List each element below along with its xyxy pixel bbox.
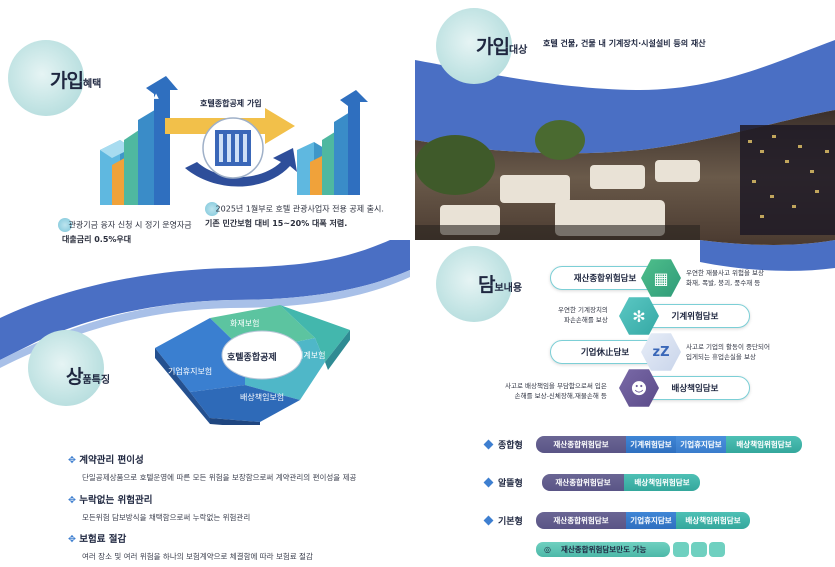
section-title-small: 대상: [508, 45, 528, 56]
section-circle-target: [436, 8, 512, 84]
puzzle-left-label: 기업휴지보험: [168, 367, 213, 376]
growth-bars-illustration: ▲▲: [100, 76, 178, 205]
puzzle-bottom-label: 배상책임보험: [240, 393, 285, 402]
section-circle-benefit: [8, 40, 84, 116]
plan-label-comprehensive: 종합형: [483, 438, 523, 451]
plan-label-basic: 기본형: [483, 514, 523, 527]
plan-segment: 배상책임위험담보: [726, 436, 802, 453]
note-bar: ◎ 재산종합위험담보만도 가능: [536, 542, 670, 557]
diamond-bullet-icon: ✥: [68, 534, 76, 545]
benefit-item-2-line-1: 2025년 1월부로 호텔 관광사업자 전용 공제 출시.: [215, 204, 384, 214]
puzzle-center-label: 호텔종합공제: [227, 353, 277, 363]
plan-segment: 기업휴지담보: [626, 512, 676, 529]
section-title-big: 상: [66, 366, 84, 388]
section-title-small: 품특징: [82, 375, 111, 386]
plan-segment: 재산종합위험담보: [536, 436, 626, 453]
arrow-caption: 호텔종합공제 가입: [200, 99, 262, 108]
section-title-big: 가입: [50, 70, 84, 92]
plan-segment: 재산종합위험담보: [542, 474, 624, 491]
note-block-1: [673, 542, 689, 557]
puzzle-diagram: [155, 305, 350, 425]
benefit-item-1: 관광기금 융자 신청 시 정기 운영자금 대출금리 0.5%우대: [58, 218, 212, 247]
puzzle-top-label: 화재보험: [230, 319, 260, 328]
section-title-small: 보내용: [494, 283, 523, 294]
feature-body: 여러 장소 및 여러 위험을 하나의 보험계약으로 체결함에 따라 보험료 절감: [82, 552, 313, 561]
coverage-label: 재산종합위험담보: [573, 274, 637, 284]
gears-icon: ✻: [619, 297, 659, 335]
benefit-item-1-line-1: 관광기금 융자 신청 시 정기 운영자금: [68, 220, 192, 230]
building-fire-icon: ▦: [641, 259, 681, 297]
feature-item-3: ✥ 보험료 절감 여러 장소 및 여러 위험을 하나의 보험계약으로 체결함에 …: [68, 531, 398, 562]
target-description: 호텔 건물, 건물 내 기계장치·시설설비 등의 재산: [543, 39, 706, 48]
sleep-icon: zZ: [641, 333, 681, 371]
section-title-coverage: 담보내용: [478, 270, 522, 297]
benefit-item-2: 2025년 1월부로 호텔 관광사업자 전용 공제 출시. 기존 민간보험 대비…: [205, 202, 405, 231]
section-title-benefit: 가입혜택: [50, 66, 101, 93]
feature-title: 보험료 절감: [79, 534, 127, 545]
feature-item-2: ✥ 누락없는 위험관리 모든위험 담보방식을 채택함으로써 누락없는 위험관리: [68, 492, 398, 523]
section-title-big: 가입: [476, 36, 510, 58]
plan-segment: 배상책임위험담보: [676, 512, 750, 529]
section-title-small: 혜택: [82, 79, 102, 90]
svg-text:▲▲: ▲▲: [148, 92, 159, 100]
target-icon: ◎: [544, 545, 551, 554]
bullet-dot-icon: [205, 202, 219, 216]
benefit-item-1-line-2: 대출금리 0.5%우대: [62, 234, 132, 244]
benefit-item-2-line-2: 기존 민간보험 대비 15~20% 대폭 저렴.: [205, 218, 348, 228]
note-block-3: [709, 542, 725, 557]
coverage-pill-2: 기계위험담보: [640, 304, 750, 328]
feature-body: 단일공제상품으로 호텔운영에 따른 모든 위험을 보장함으로써 계약관리의 편이…: [82, 473, 357, 482]
diamond-bullet-icon: ✥: [68, 495, 76, 506]
plan-segment: 배상책임위험담보: [624, 474, 700, 491]
growth-bars-illustration-2: [297, 90, 368, 195]
coverage-label: 기업休止담보: [580, 348, 630, 358]
coverage-label: 기계위험담보: [671, 312, 719, 322]
puzzle-right-label: 기계보험: [296, 351, 326, 360]
note-text: 재산종합위험담보만도 가능: [560, 545, 647, 554]
feature-title: 누락없는 위험관리: [79, 495, 153, 506]
feature-title: 계약관리 편이성: [79, 455, 144, 466]
section-title-big: 담: [478, 274, 496, 296]
bullet-dot-icon: [58, 218, 72, 232]
diamond-bullet-icon: [483, 515, 494, 526]
join-arrow-illustration: [165, 108, 297, 187]
plan-segment: 재산종합위험담보: [536, 512, 626, 529]
section-title-feature: 상품특징: [66, 362, 110, 389]
feature-body: 모든위험 담보방식을 채택함으로써 누락없는 위험관리: [82, 513, 251, 522]
diamond-bullet-icon: [483, 439, 494, 450]
section-circle-coverage: [436, 246, 512, 322]
plan-label-economy: 알뜰형: [483, 476, 523, 489]
section-circle-feature: [28, 330, 104, 406]
plan-segment: 기업휴지담보: [676, 436, 726, 453]
feature-item-1: ✥ 계약관리 편이성 단일공제상품으로 호텔운영에 따른 모든 위험을 보장함으…: [68, 452, 398, 483]
people-icon: ☻: [619, 369, 659, 407]
diamond-bullet-icon: ✥: [68, 455, 76, 466]
section-title-target: 가입대상: [476, 32, 527, 59]
coverage-label: 배상책임담보: [671, 384, 719, 394]
diamond-bullet-icon: [483, 477, 494, 488]
plan-segment: 기계위험담보: [626, 436, 676, 453]
note-block-2: [691, 542, 707, 557]
